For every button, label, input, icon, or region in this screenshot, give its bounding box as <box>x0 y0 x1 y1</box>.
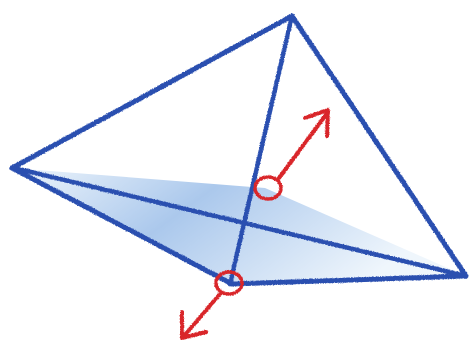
tetrahedron-diagram <box>0 0 475 348</box>
